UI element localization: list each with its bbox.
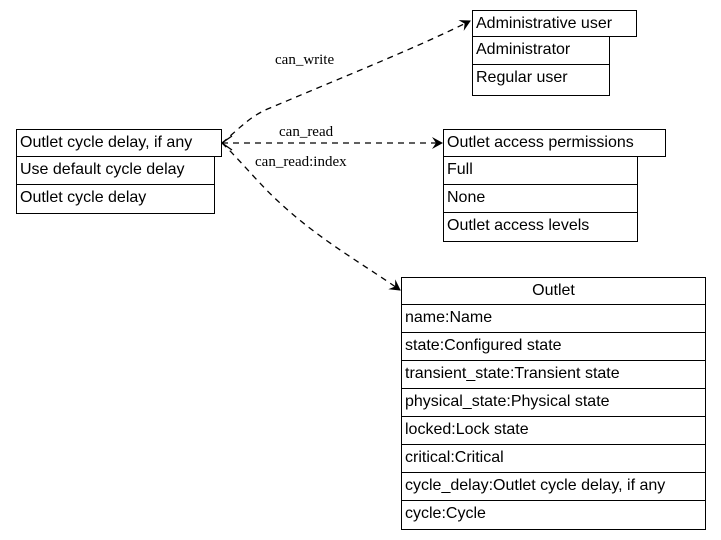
node-row: locked:Lock state <box>401 416 706 445</box>
node-row: cycle_delay:Outlet cycle delay, if any <box>401 472 706 501</box>
node-row: cycle:Cycle <box>401 500 706 530</box>
node-title: Outlet access permissions <box>443 129 666 157</box>
node-row: Use default cycle delay <box>16 156 215 185</box>
node-row: physical_state:Physical state <box>401 388 706 417</box>
node-row: name:Name <box>401 304 706 333</box>
node-title: Administrative user <box>472 10 637 37</box>
edge-label-can-write: can_write <box>275 52 335 68</box>
node-row: Outlet cycle delay <box>16 184 215 214</box>
node-row: Administrator <box>472 36 610 65</box>
node-row: state:Configured state <box>401 332 706 361</box>
node-row: Regular user <box>472 64 610 96</box>
edge-can-read-index <box>221 142 401 291</box>
edge-can-write <box>221 20 471 144</box>
node-row: critical:Critical <box>401 444 706 473</box>
node-title: Outlet <box>401 277 706 305</box>
node-title: Outlet cycle delay, if any <box>16 129 222 157</box>
edge-label-can-read-index: can_read:index <box>255 154 347 170</box>
node-row: None <box>443 184 638 213</box>
edge-label-can-read: can_read <box>279 124 334 140</box>
node-row: Full <box>443 156 638 185</box>
node-row: Outlet access levels <box>443 212 638 242</box>
node-row: transient_state:Transient state <box>401 360 706 389</box>
edge-tail-arrow <box>220 135 233 151</box>
